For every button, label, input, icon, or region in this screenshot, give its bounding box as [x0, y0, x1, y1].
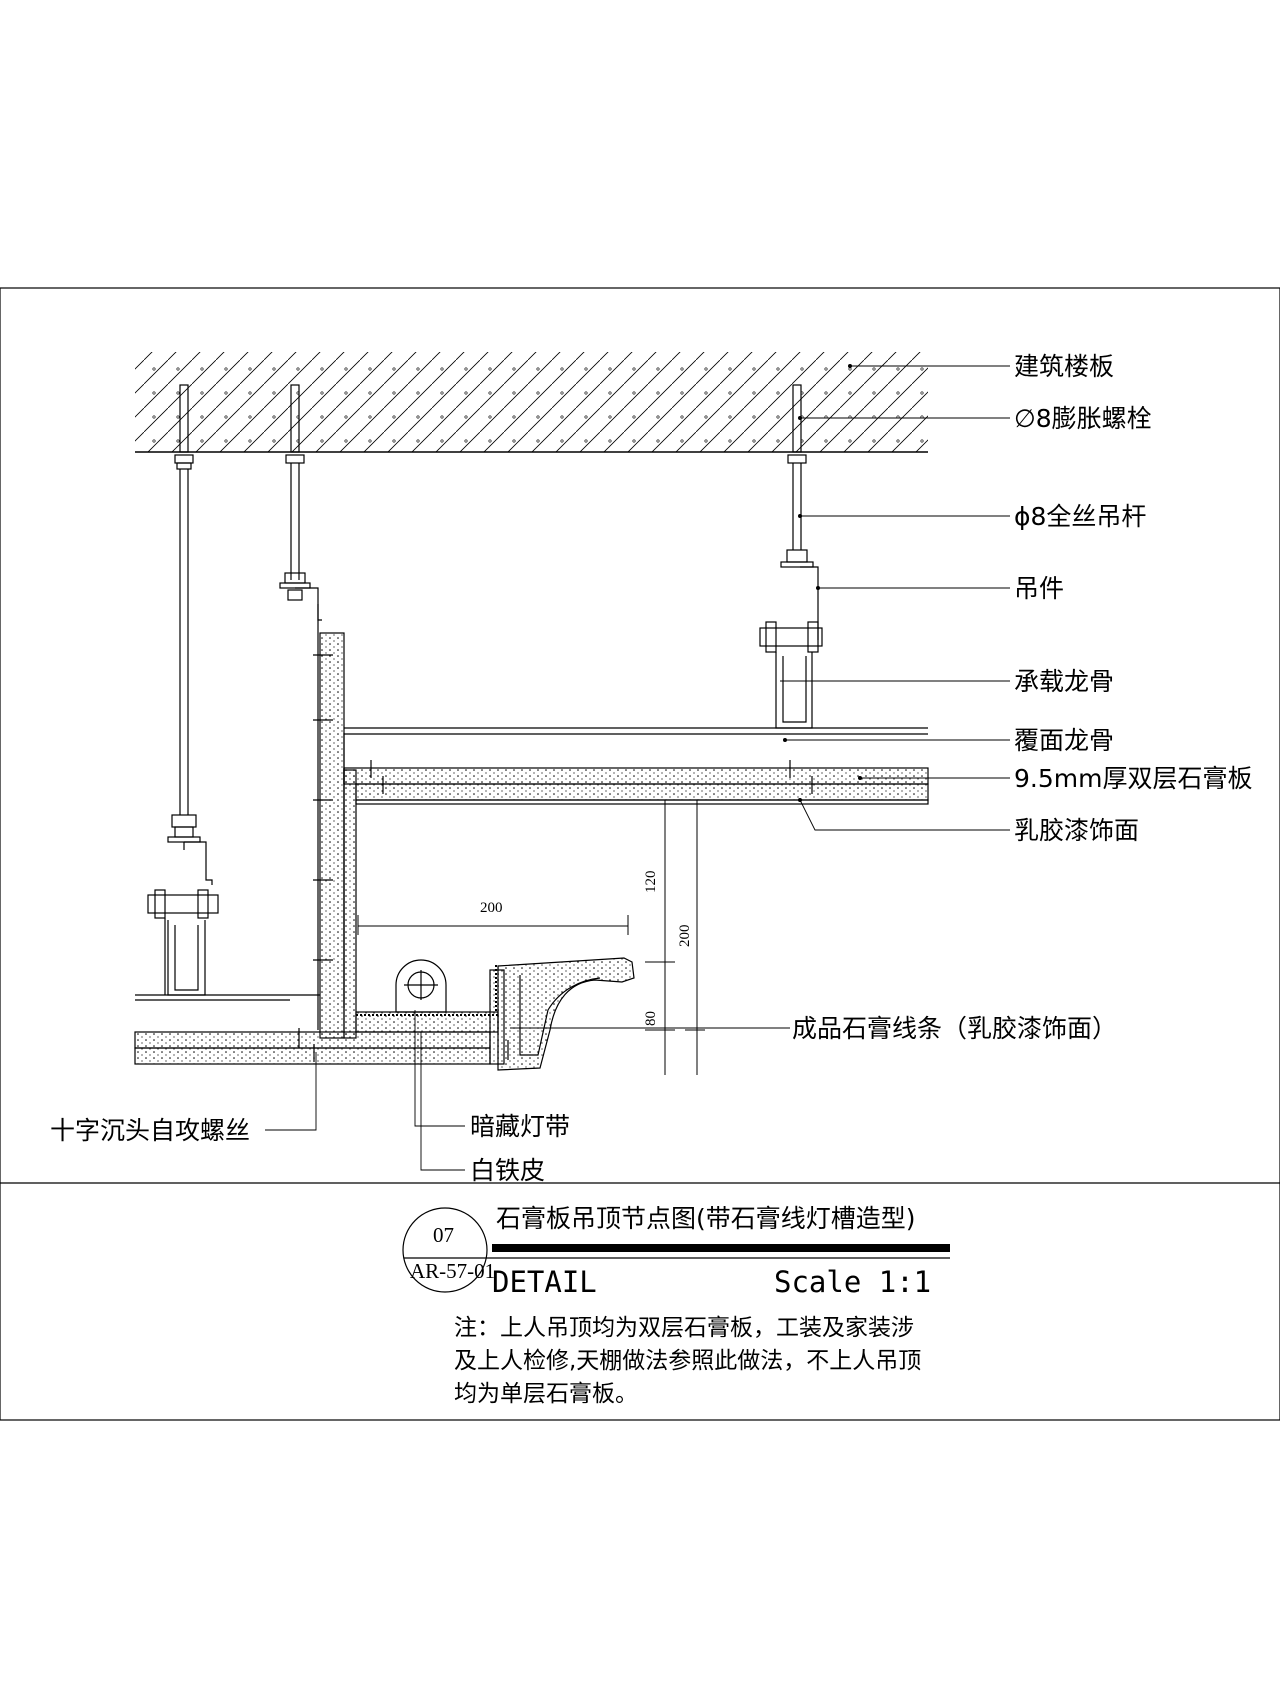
vertical-board-wall [313, 632, 357, 1039]
title-block: 07 AR-57-01 石膏板吊顶节点图(带石膏线灯槽造型) DETAIL Sc… [402, 1204, 950, 1407]
gypsum-moulding [497, 957, 635, 1071]
drawing-frame [0, 287, 1280, 1421]
scale-label: Scale 1:1 [774, 1265, 931, 1299]
label-latex-paint: 乳胶漆饰面 [1014, 816, 1139, 845]
dim-width-200: 200 [480, 900, 503, 916]
middle-hanger-rod [279, 384, 322, 1030]
lower-ceiling-boards [134, 994, 491, 1065]
dim-height-200: 200 [677, 925, 693, 948]
upper-ceiling-boards [343, 727, 929, 805]
label-hidden-light: 暗藏灯带 [470, 1112, 570, 1141]
note-line-3: 均为单层石膏板。 [454, 1381, 638, 1407]
label-threaded-rod: ϕ8全丝吊杆 [1014, 502, 1146, 531]
detail-number: 07 [433, 1223, 454, 1247]
dim-height-120: 120 [643, 871, 659, 894]
label-gypsum-board: 9.5mm厚双层石膏板 [1014, 764, 1252, 793]
dimension-lines [357, 799, 725, 1075]
label-gypsum-moulding: 成品石膏线条（乳胶漆饰面） [792, 1014, 1117, 1043]
label-hanger: 吊件 [1014, 574, 1064, 603]
detail-circle [402, 1207, 488, 1293]
leader-dots [783, 364, 862, 802]
floor-slab [135, 352, 928, 453]
drawing-title: 石膏板吊顶节点图(带石膏线灯槽造型) [496, 1204, 916, 1233]
label-tin-sheet: 白铁皮 [470, 1156, 545, 1185]
right-hanger-rod [759, 384, 823, 729]
detail-label: DETAIL [492, 1265, 597, 1299]
note-line-1: 注：上人吊顶均为双层石膏板，工装及家装涉 [454, 1315, 914, 1341]
label-cover-keel: 覆面龙骨 [1014, 726, 1114, 755]
led-light-fixture [395, 959, 447, 1013]
label-floor-slab: 建筑楼板 [1014, 352, 1114, 381]
note-line-2: 及上人检修,天棚做法参照此做法，不上人吊顶 [454, 1348, 921, 1374]
leader-lines [265, 365, 1010, 1171]
dim-height-80: 80 [643, 1011, 659, 1026]
label-main-keel: 承载龙骨 [1014, 667, 1114, 696]
sheet-number: AR-57-01 [410, 1259, 495, 1283]
label-expansion-bolt: ∅8膨胀螺栓 [1014, 404, 1152, 433]
left-hanger-rod [147, 384, 219, 996]
label-screw: 十字沉头自攻螺丝 [50, 1116, 250, 1145]
